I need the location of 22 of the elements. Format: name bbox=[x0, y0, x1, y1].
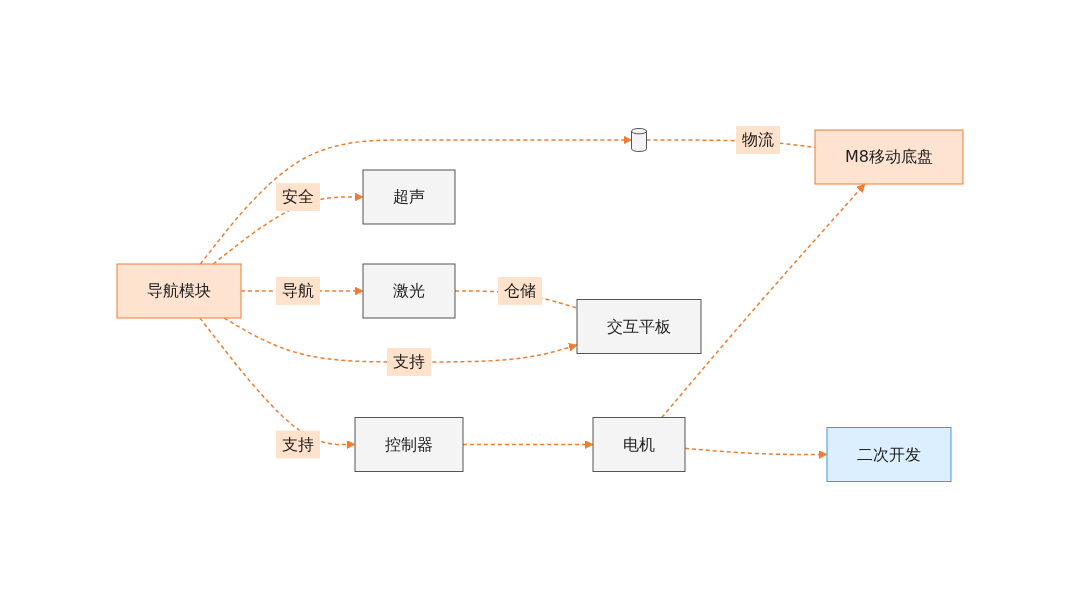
arrow bbox=[199, 135, 632, 265]
edge-label: 仓储 bbox=[504, 280, 536, 300]
arrow bbox=[684, 447, 828, 459]
node-cylinder bbox=[631, 127, 647, 152]
node-box: 交互平板 bbox=[576, 298, 702, 354]
node-box: 激光 bbox=[362, 263, 456, 319]
arrow bbox=[223, 317, 578, 363]
edge-label: 物流 bbox=[742, 129, 774, 149]
node-box: 二次开发 bbox=[826, 426, 952, 482]
node-box: M8移动底盘 bbox=[814, 129, 964, 185]
node-box: 超声 bbox=[362, 169, 456, 225]
node-box: 控制器 bbox=[354, 416, 464, 472]
edge-label: 导航 bbox=[282, 280, 314, 300]
arrow bbox=[199, 317, 356, 449]
edge-label: 支持 bbox=[393, 351, 425, 371]
arrow bbox=[462, 439, 594, 449]
arrow bbox=[661, 183, 866, 418]
arrow bbox=[212, 192, 364, 265]
edge-label: 安全 bbox=[282, 186, 314, 206]
node-box: 导航模块 bbox=[116, 263, 242, 319]
node-box: 电机 bbox=[592, 416, 686, 472]
edge-label: 支持 bbox=[282, 434, 314, 454]
